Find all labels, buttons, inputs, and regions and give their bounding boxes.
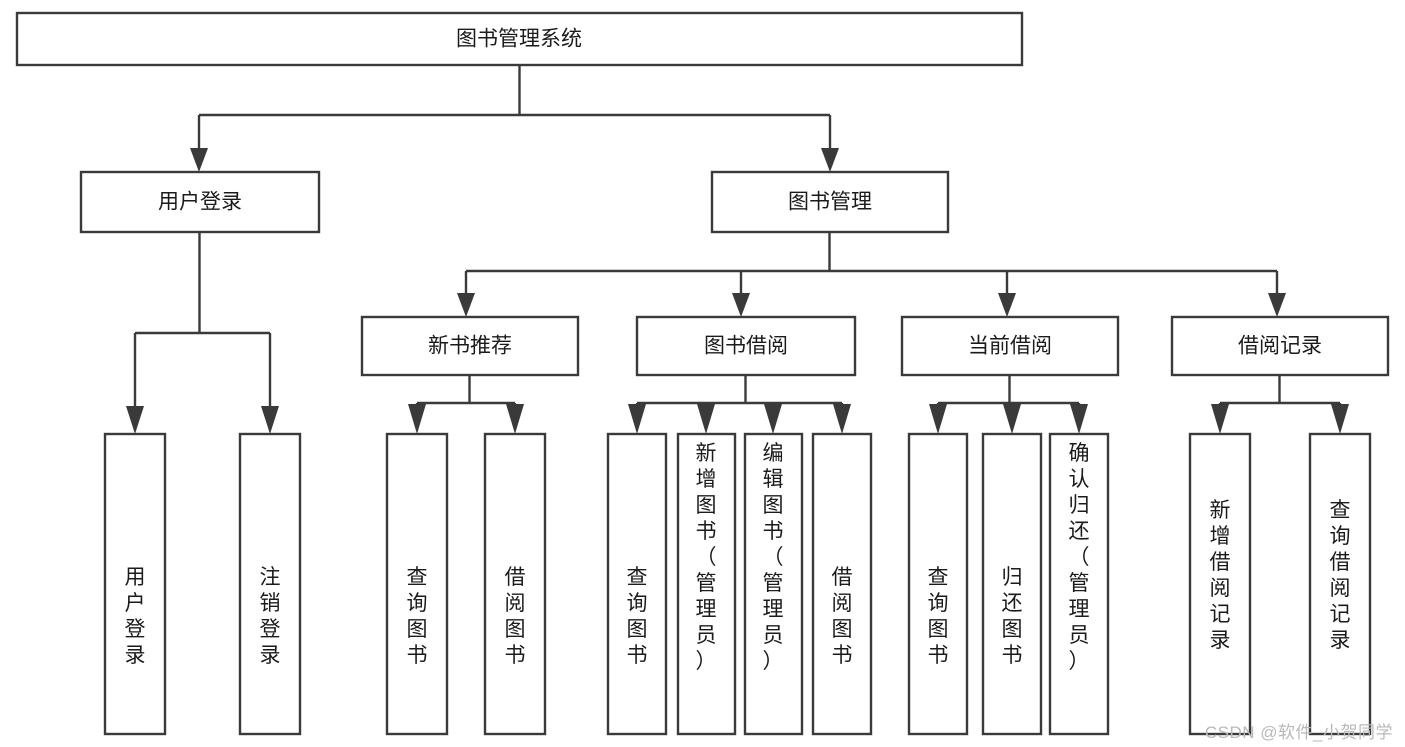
node-leaf-add-record-box[interactable] xyxy=(1188,432,1252,736)
node-leaf-edit-book-box[interactable] xyxy=(743,432,804,736)
node-current-borrow-box[interactable] xyxy=(900,315,1120,377)
node-leaf-add-record[interactable]: 新增借阅记录 xyxy=(1188,432,1252,736)
arrow-head-leaf-add-book xyxy=(697,404,715,434)
node-leaf-query-record-box[interactable] xyxy=(1308,432,1372,736)
arrow-head-leaf-edit-book xyxy=(764,404,782,434)
node-book-manage-box[interactable] xyxy=(710,170,950,234)
arrow-head-book-manage xyxy=(821,148,839,172)
node-leaf-borrow-book-1-box[interactable] xyxy=(483,432,547,736)
node-current-borrow-label: 当前借阅 xyxy=(968,335,1052,358)
node-leaf-query-record-label: 查询借阅记录 xyxy=(1330,499,1351,652)
node-layer: 图书管理系统 用户登录 图书管理 新书推荐 图书借阅 xyxy=(15,11,1390,736)
arrow-head-leaf-confirm-return xyxy=(1070,404,1088,434)
arrow-head-leaf-logout xyxy=(261,406,279,434)
node-leaf-borrow-book-1-label: 借阅图书 xyxy=(505,566,526,667)
node-leaf-return-book[interactable]: 归还图书 xyxy=(981,432,1043,736)
node-leaf-borrow-book-2[interactable]: 借阅图书 xyxy=(811,432,873,736)
node-leaf-user-login-box[interactable] xyxy=(103,432,167,736)
node-leaf-user-login-label: 用户登录 xyxy=(125,566,146,667)
node-book-borrow-label: 图书借阅 xyxy=(704,335,788,358)
node-leaf-confirm-return-label: 确认归还（管理员） xyxy=(1069,442,1090,673)
node-book-manage-label: 图书管理 xyxy=(788,191,872,214)
node-leaf-borrow-book-2-box[interactable] xyxy=(811,432,873,736)
arrow-head-current-borrow xyxy=(998,293,1016,317)
node-borrow-record-label: 借阅记录 xyxy=(1238,335,1322,358)
node-leaf-query-book-3-box[interactable] xyxy=(907,432,969,736)
arrow-head-leaf-query-book-3 xyxy=(929,404,947,434)
node-leaf-query-book-1-label: 查询图书 xyxy=(407,566,428,667)
node-leaf-user-login[interactable]: 用户登录 xyxy=(103,432,167,736)
node-user-login[interactable]: 用户登录 xyxy=(79,170,321,234)
node-leaf-logout-label: 注销登录 xyxy=(260,566,281,667)
arrow-head-borrow-record xyxy=(1268,293,1286,317)
node-root[interactable]: 图书管理系统 xyxy=(15,11,1024,67)
arrow-head-leaf-return-book xyxy=(1003,404,1021,434)
node-leaf-add-book-label: 新增图书（管理员） xyxy=(696,442,717,673)
node-leaf-logout-box[interactable] xyxy=(238,432,302,736)
node-new-book-rec[interactable]: 新书推荐 xyxy=(360,315,580,377)
node-new-book-rec-label: 新书推荐 xyxy=(428,335,512,358)
node-borrow-record-box[interactable] xyxy=(1170,315,1390,377)
arrow-head-leaf-borrow-book-1 xyxy=(506,404,524,434)
connector-layer xyxy=(126,65,1349,434)
node-leaf-confirm-return-box[interactable] xyxy=(1048,432,1110,736)
arrow-head-leaf-query-record xyxy=(1331,404,1349,434)
node-root-box[interactable] xyxy=(15,11,1024,67)
arrow-head-leaf-user-login xyxy=(126,406,144,434)
node-user-login-label: 用户登录 xyxy=(158,191,242,214)
node-book-manage[interactable]: 图书管理 xyxy=(710,170,950,234)
node-leaf-borrow-book-1[interactable]: 借阅图书 xyxy=(483,432,547,736)
node-user-login-box[interactable] xyxy=(79,170,321,234)
arrow-head-leaf-query-book-2 xyxy=(628,404,646,434)
node-leaf-add-book[interactable]: 新增图书（管理员） xyxy=(676,432,737,736)
arrow-head-leaf-query-book-1 xyxy=(408,404,426,434)
node-leaf-query-book-2-box[interactable] xyxy=(606,432,668,736)
node-book-borrow-box[interactable] xyxy=(635,315,857,377)
node-new-book-rec-box[interactable] xyxy=(360,315,580,377)
arrow-head-book-borrow xyxy=(732,293,750,317)
node-book-borrow[interactable]: 图书借阅 xyxy=(635,315,857,377)
node-leaf-query-book-2[interactable]: 查询图书 xyxy=(606,432,668,736)
csdn-watermark: CSDN @软件_小贺同学 xyxy=(1204,723,1393,742)
node-leaf-logout[interactable]: 注销登录 xyxy=(238,432,302,736)
node-leaf-query-book-1-box[interactable] xyxy=(385,432,449,736)
node-borrow-record[interactable]: 借阅记录 xyxy=(1170,315,1390,377)
node-leaf-return-book-box[interactable] xyxy=(981,432,1043,736)
node-leaf-borrow-book-2-label: 借阅图书 xyxy=(832,566,853,667)
node-leaf-return-book-label: 归还图书 xyxy=(1002,566,1023,667)
node-leaf-query-book-3-label: 查询图书 xyxy=(928,566,949,667)
node-leaf-edit-book[interactable]: 编辑图书（管理员） xyxy=(743,432,804,736)
arrow-head-user-login xyxy=(190,148,208,172)
node-leaf-add-record-label: 新增借阅记录 xyxy=(1210,499,1231,652)
node-leaf-add-book-box[interactable] xyxy=(676,432,737,736)
node-leaf-query-book-2-label: 查询图书 xyxy=(627,566,648,667)
node-leaf-query-record[interactable]: 查询借阅记录 xyxy=(1308,432,1372,736)
node-current-borrow[interactable]: 当前借阅 xyxy=(900,315,1120,377)
node-leaf-edit-book-label: 编辑图书（管理员） xyxy=(763,442,784,673)
node-leaf-query-book-1[interactable]: 查询图书 xyxy=(385,432,449,736)
arrow-head-new-book-rec xyxy=(457,293,475,317)
node-leaf-query-book-3[interactable]: 查询图书 xyxy=(907,432,969,736)
arrow-head-leaf-borrow-book-2 xyxy=(833,404,851,434)
node-leaf-confirm-return[interactable]: 确认归还（管理员） xyxy=(1048,432,1110,736)
node-root-label: 图书管理系统 xyxy=(456,28,582,51)
arrow-head-leaf-add-record xyxy=(1211,404,1229,434)
